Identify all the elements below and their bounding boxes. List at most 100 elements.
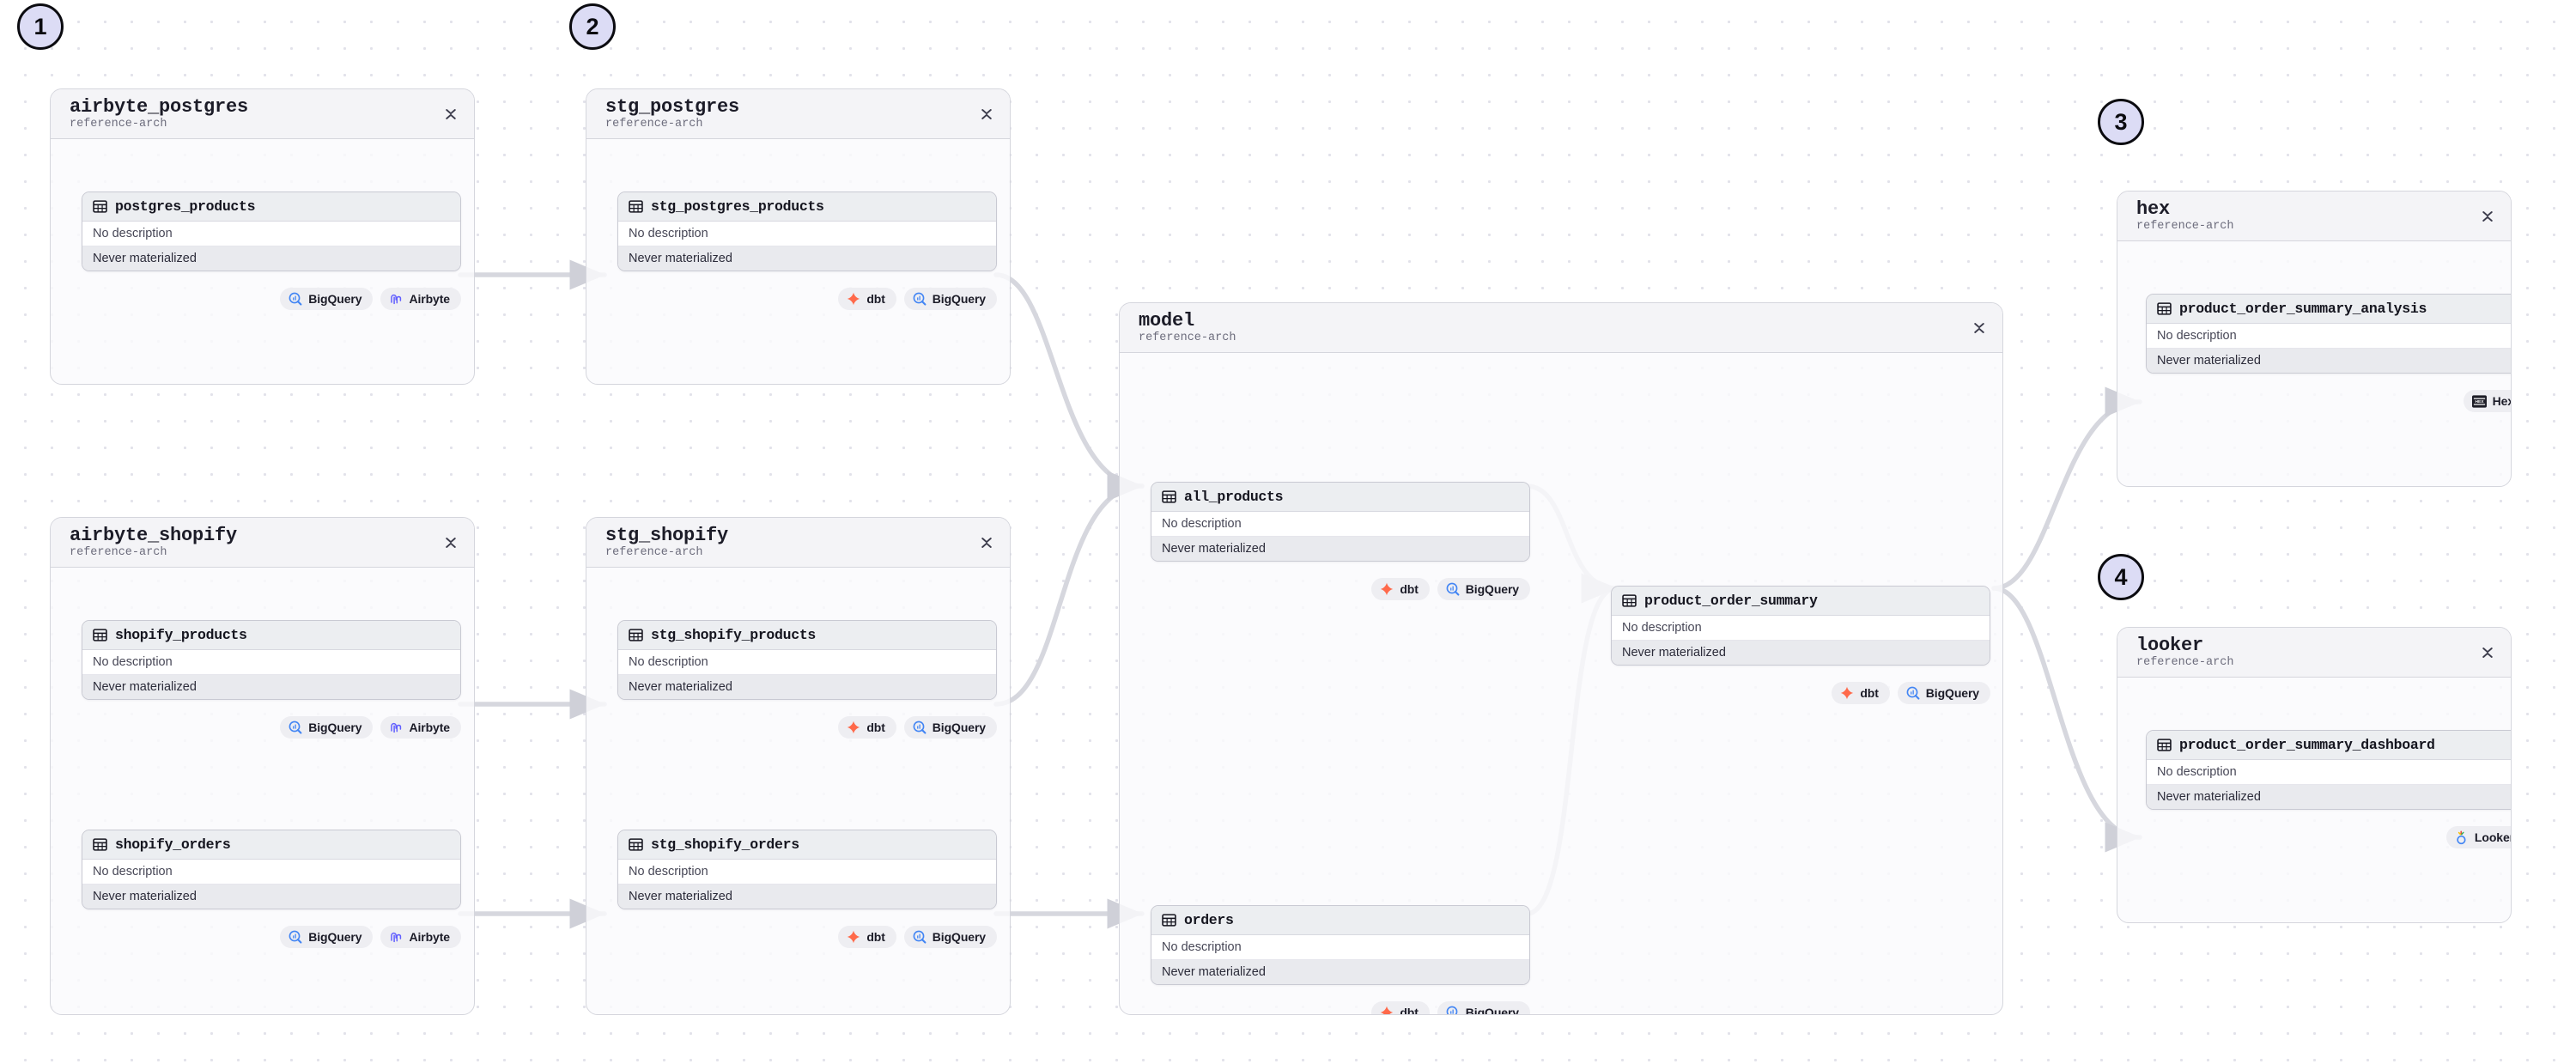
badge-looker[interactable]: Looker xyxy=(2445,826,2512,848)
asset-description: No description xyxy=(1612,616,1990,641)
badge-dbt[interactable]: dbt xyxy=(838,288,896,310)
asset-description: No description xyxy=(618,650,996,675)
group-title: model xyxy=(1139,310,1195,331)
collapse-button-model[interactable] xyxy=(1971,319,1987,337)
badge-airbyte[interactable]: Airbyte xyxy=(380,926,461,948)
group-subtitle: reference-arch xyxy=(1139,331,1236,345)
badge-label: dbt xyxy=(866,720,885,734)
collapse-button-hex[interactable] xyxy=(2480,208,2495,225)
dbt-icon xyxy=(1841,686,1854,700)
asset-name-row: product_order_summary xyxy=(1612,587,1990,616)
badge-dbt[interactable]: dbt xyxy=(838,926,896,948)
badge-airbyte[interactable]: Airbyte xyxy=(380,288,461,310)
asset-name-label: shopify_orders xyxy=(115,836,231,853)
table-icon xyxy=(629,629,643,641)
table-icon xyxy=(1162,914,1176,927)
asset-name-label: all_products xyxy=(1184,489,1284,505)
step-marker-1: 1 xyxy=(17,3,64,50)
badge-label: BigQuery xyxy=(932,720,986,734)
dbt-icon xyxy=(1381,582,1394,596)
asset-materialization-status: Never materialized xyxy=(618,885,996,909)
badge-bigquery[interactable]: BigQuery xyxy=(1897,682,1990,704)
svg-text:HEX: HEX xyxy=(2475,399,2484,404)
badge-label: Looker xyxy=(2474,830,2512,844)
badge-row-orders: dbt BigQuery xyxy=(1151,1001,1530,1015)
badge-label: Hex xyxy=(2492,394,2511,408)
asset-name-label: product_order_summary_analysis xyxy=(2179,301,2427,317)
badge-bigquery[interactable]: BigQuery xyxy=(280,926,374,948)
collapse-button-stg_postgres[interactable] xyxy=(979,106,994,123)
dbt-icon xyxy=(1381,1006,1394,1014)
badge-bigquery[interactable]: BigQuery xyxy=(1437,1001,1530,1015)
group-title: hex xyxy=(2136,198,2171,220)
badge-bigquery[interactable]: BigQuery xyxy=(280,288,374,310)
badge-row-product_order_summary: dbt BigQuery xyxy=(1611,682,1990,704)
collapse-button-looker[interactable] xyxy=(2480,644,2495,661)
badge-bigquery[interactable]: BigQuery xyxy=(1437,578,1530,600)
step-marker-4: 4 xyxy=(2098,554,2144,600)
table-icon xyxy=(93,629,107,641)
badge-row-product_order_summary_analysis: HEX Hex xyxy=(2146,390,2511,412)
badge-bigquery[interactable]: BigQuery xyxy=(903,288,997,310)
asset-name-row: shopify_products xyxy=(82,621,460,650)
dbt-icon xyxy=(848,720,860,734)
badge-dbt[interactable]: dbt xyxy=(838,716,896,739)
asset-materialization-status: Never materialized xyxy=(618,675,996,699)
badge-bigquery[interactable]: BigQuery xyxy=(903,926,997,948)
asset-materialization-status: Never materialized xyxy=(618,246,996,271)
badge-dbt[interactable]: dbt xyxy=(1371,1001,1430,1014)
collapse-icon xyxy=(981,537,992,548)
badge-hex[interactable]: HEX Hex xyxy=(2463,390,2511,412)
collapse-icon xyxy=(2482,647,2493,658)
badge-bigquery[interactable]: BigQuery xyxy=(280,716,374,739)
badge-row-stg_postgres_products: dbt BigQuery xyxy=(617,288,997,310)
bigquery-icon xyxy=(289,930,302,944)
table-icon xyxy=(2157,739,2172,751)
badge-airbyte[interactable]: Airbyte xyxy=(380,716,461,739)
group-title: airbyte_shopify xyxy=(70,525,238,546)
badge-label: dbt xyxy=(1860,686,1879,700)
badge-label: BigQuery xyxy=(1465,1006,1519,1015)
asset-name-label: orders xyxy=(1184,912,1234,928)
asset-description: No description xyxy=(82,222,460,246)
bigquery-icon xyxy=(913,930,927,944)
group-subtitle: reference-arch xyxy=(70,118,167,131)
badge-bigquery[interactable]: BigQuery xyxy=(903,716,997,739)
asset-name-row: product_order_summary_dashboard xyxy=(2147,731,2511,760)
group-subtitle: reference-arch xyxy=(2136,220,2234,234)
badge-label: BigQuery xyxy=(308,930,362,944)
collapse-button-airbyte_postgres[interactable] xyxy=(443,106,459,123)
table-icon xyxy=(93,200,107,213)
badge-row-postgres_products: BigQuery Airbyte xyxy=(82,288,461,310)
badge-dbt[interactable]: dbt xyxy=(1371,578,1430,600)
badge-dbt[interactable]: dbt xyxy=(1832,682,1890,704)
collapse-button-stg_shopify[interactable] xyxy=(979,534,994,551)
collapse-button-airbyte_shopify[interactable] xyxy=(443,534,459,551)
badge-label: BigQuery xyxy=(1465,582,1519,596)
